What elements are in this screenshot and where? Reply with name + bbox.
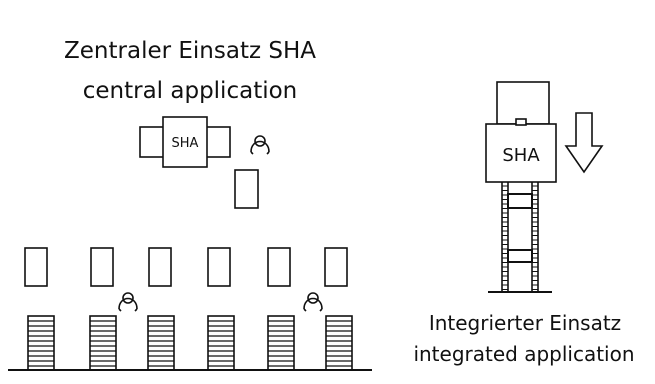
shelf-rack-icon (147, 315, 175, 371)
down-arrow-icon (564, 112, 604, 174)
integrated-sha-stack: SHA (485, 81, 557, 183)
workstation-box-icon (24, 247, 48, 287)
shelf-rack-icon (89, 315, 117, 371)
shelf-rack-icon (207, 315, 235, 371)
workstation-box-icon (267, 247, 291, 287)
workstation-box-icon (148, 247, 172, 287)
shelf-rack-icon (27, 315, 55, 371)
central-sha-label: SHA (172, 136, 199, 151)
workstation-row (24, 247, 348, 287)
central-sha-device: SHA (139, 116, 231, 168)
central-title-en: central application (82, 78, 298, 104)
workstation-box-icon (90, 247, 114, 287)
workstation-box-icon (234, 169, 259, 209)
shelf-rack-icon (325, 315, 353, 371)
shelf-racks (27, 315, 353, 371)
central-title-de: Zentraler Einsatz SHA (64, 38, 316, 64)
integrated-sha-label: SHA (502, 145, 540, 166)
operator-icon (303, 292, 323, 312)
workstation-box-icon (324, 247, 348, 287)
operator-icon (118, 292, 138, 312)
shelf-rack-icon (267, 315, 295, 371)
integrated-title-de: Integrierter Einsatz (428, 311, 622, 335)
workstation-box-icon (207, 247, 231, 287)
integrated-title-en: integrated application (413, 342, 635, 366)
operator-icon (250, 135, 270, 155)
ladder-frame-icon (488, 182, 552, 293)
